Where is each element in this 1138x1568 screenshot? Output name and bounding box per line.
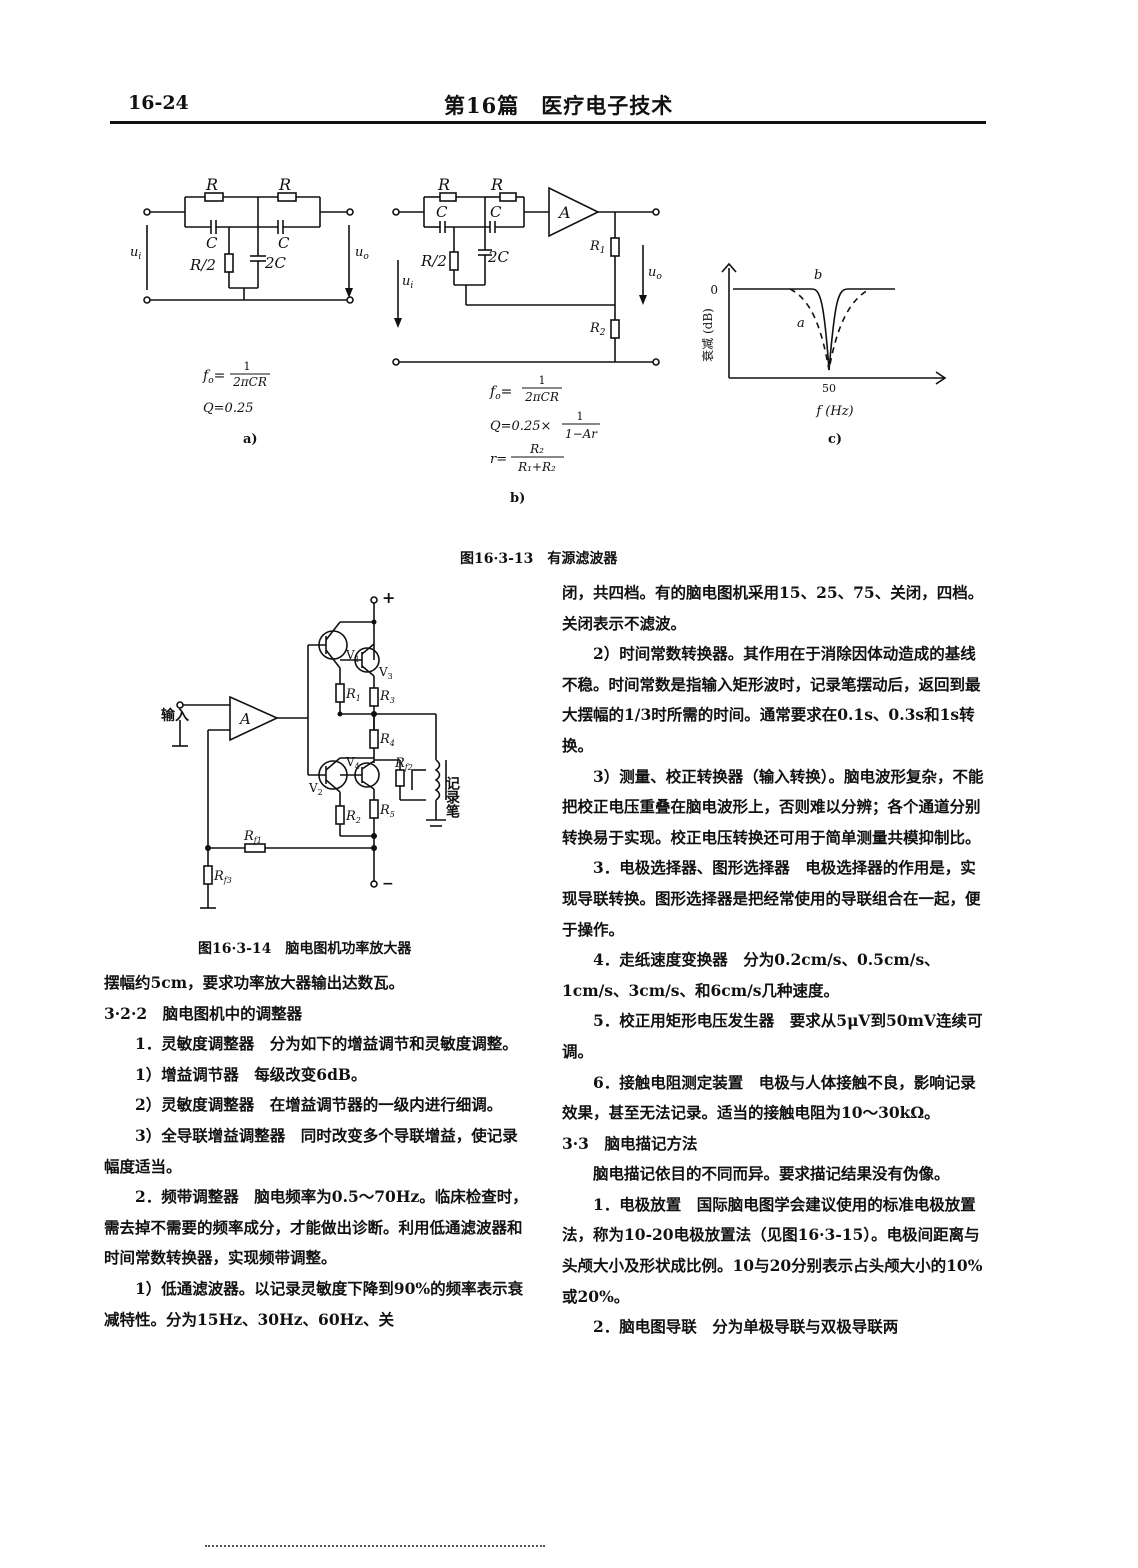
plot-c xyxy=(721,262,947,385)
b-f0-num: 1 xyxy=(539,374,546,387)
b-label: b) xyxy=(510,491,525,506)
paragraph: 脑电描记依目的不同而异。要求描记结果没有伪像。 xyxy=(593,1164,950,1184)
a-output: uo xyxy=(355,245,369,262)
a-r-left: R xyxy=(205,175,218,194)
paragraph: 闭，共四档。有的脑电图机采用15、25、75、关闭，四档。关闭表示不滤波。 xyxy=(562,583,984,633)
a-q: Q=0.25 xyxy=(203,401,254,416)
right-column: 闭，共四档。有的脑电图机采用15、25、75、关闭，四档。关闭表示不滤波。 2）时… xyxy=(562,578,988,1343)
paragraph: 1）低通滤波器。以记录灵敏度下降到90%的频率表示衰减特性。分为15Hz、30H… xyxy=(104,1278,524,1329)
c-ylabel: 衰减 (dB) xyxy=(700,308,715,362)
paragraph: 6．接触电阻测定装置 电极与人体接触不良，影响记录效果，甚至无法记录。适当的接触… xyxy=(562,1072,976,1123)
plus-rail: + xyxy=(382,588,395,607)
f14-amp: A xyxy=(238,710,251,728)
a-c-right: C xyxy=(278,234,290,252)
r3-label: R3 xyxy=(379,689,395,705)
c-label: c) xyxy=(828,432,842,447)
paragraph: 3·2·2 脑电图机中的调整器 xyxy=(104,1003,303,1023)
rf1-label: Rf1 xyxy=(243,829,262,845)
rf3-label: Rf3 xyxy=(213,869,232,885)
b-q-den: 1−Ar xyxy=(565,427,598,441)
paragraph: 2）灵敏度调整器 在增益调节器的一级内进行细调。 xyxy=(135,1095,503,1115)
paragraph: 2．脑电图导联 分为单极导联与双极导联两 xyxy=(593,1317,899,1337)
b-r2: R2 xyxy=(589,321,606,338)
paragraph: 1．灵敏度调整器 分为如下的增益调节和灵敏度调整。 xyxy=(135,1034,518,1054)
v1-label: V1 xyxy=(345,648,360,664)
c-curve-b: b xyxy=(814,268,822,283)
a-r-right: R xyxy=(278,175,291,194)
page-number: 16-24 xyxy=(128,92,189,114)
r2-label: R2 xyxy=(345,809,361,825)
a-f0-num: 1 xyxy=(244,360,251,373)
b-r-left: R xyxy=(437,175,450,194)
a-f0-den: 2πCR xyxy=(232,375,267,389)
a-label: a) xyxy=(243,432,258,447)
minus-rail: − xyxy=(382,876,394,892)
paragraph: 3·3 脑电描记方法 xyxy=(562,1133,698,1153)
b-r-eq: r= xyxy=(490,452,507,467)
paragraph: 1）增益调节器 每级改变6dB。 xyxy=(135,1064,367,1084)
b-r-num: R₂ xyxy=(529,442,544,456)
paragraph: 1．电极放置 国际脑电图学会建议使用的标准电极放置法，称为10-20电极放置法（… xyxy=(562,1194,983,1306)
c-xlabel: f (Hz) xyxy=(815,404,853,419)
paragraph: 4．走纸速度变换器 分为0.2cm/s、0.5cm/s、1cm/s、3cm/s、… xyxy=(562,950,940,1000)
bottom-dots xyxy=(205,1545,545,1547)
paragraph: 5．校正用矩形电压发生器 要求从5μV到50mV连续可调。 xyxy=(562,1011,983,1061)
figure-13-caption: 图16·3-13 有源滤波器 xyxy=(460,551,618,567)
rf2-label: Rf2 xyxy=(394,756,413,772)
c-curve-a: a xyxy=(797,316,805,331)
b-r-right: R xyxy=(490,175,503,194)
b-output: uo xyxy=(648,265,662,282)
circuit-b xyxy=(392,186,660,366)
paragraph: 3．电极选择器、图形选择器 电极选择器的作用是，实现导联转换。图形选择器是把经常… xyxy=(562,858,981,939)
v2-label: V2 xyxy=(308,781,323,797)
b-c-left: C xyxy=(436,203,448,221)
b-r-half: R/2 xyxy=(420,252,447,270)
chapter-title: 第16篇 医疗电子技术 xyxy=(444,93,674,118)
b-f0-den: 2πCR xyxy=(524,390,559,404)
left-column: 摆幅约5cm，要求功率放大器输出达数瓦。 3·2·2 脑电图机中的调整器 1．灵敏度… xyxy=(104,968,532,1335)
b-f0: fo= xyxy=(489,384,512,402)
a-c-left: C xyxy=(206,234,218,252)
paragraph: 2）时间常数转换器。其作用在于消除因体动造成的基线不稳。时间常数是指输入矩形波时… xyxy=(562,644,981,755)
b-c-right: C xyxy=(490,203,502,221)
a-r-half: R/2 xyxy=(189,256,216,274)
a-input: ui xyxy=(130,245,141,262)
figure-14-caption: 图16·3-14 脑电图机功率放大器 xyxy=(198,941,412,957)
b-r-den: R₁+R₂ xyxy=(517,460,556,474)
paragraph: 3）测量、校正转换器（输入转换）。脑电波形复杂，不能把校正电压重叠在脑电波形上，… xyxy=(562,766,984,847)
b-c-double: 2C xyxy=(487,248,510,266)
b-amp: A xyxy=(557,203,571,222)
header-rule xyxy=(110,121,986,124)
pen-label: 记录笔 xyxy=(444,776,460,819)
v3-label: V3 xyxy=(378,665,393,681)
a-f0: fo= xyxy=(202,368,225,386)
paragraph: 3）全导联增益调整器 同时改变多个导联增益，使记录幅度适当。 xyxy=(104,1125,518,1176)
b-r1: R1 xyxy=(589,239,606,256)
b-q: Q=0.25× xyxy=(490,419,551,434)
circuit-a xyxy=(143,192,354,304)
b-input: ui xyxy=(402,274,413,291)
a-c-double: 2C xyxy=(264,254,287,272)
paragraph: 摆幅约5cm，要求功率放大器输出达数瓦。 xyxy=(104,973,405,992)
paragraph: 2．频带调整器 脑电频率为0.5～70Hz。临床检查时，需去掉不需要的频率成分，… xyxy=(104,1187,528,1268)
r1-label: R1 xyxy=(345,687,361,703)
r5-label: R5 xyxy=(379,803,395,819)
input-label: 输入 xyxy=(161,707,189,724)
c-y-zero: 0 xyxy=(710,283,718,297)
c-x-tick: 50 xyxy=(822,382,836,395)
b-q-num: 1 xyxy=(577,410,584,423)
v4-label: V4 xyxy=(345,755,360,771)
r4-label: R4 xyxy=(379,732,395,748)
